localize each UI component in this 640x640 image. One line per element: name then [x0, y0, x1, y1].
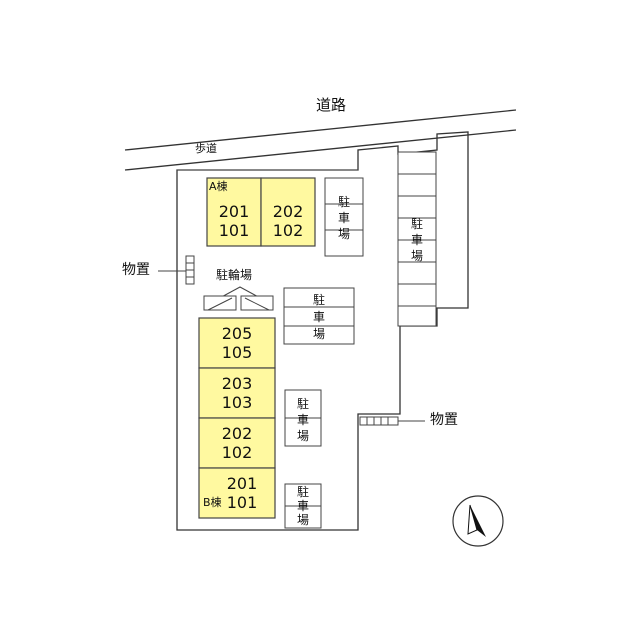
north-arrow-icon [452, 495, 504, 547]
unit-number-lower: 105 [221, 343, 253, 362]
unit-number-upper: 202 [221, 424, 253, 443]
site-boundary [176, 131, 469, 531]
building-b-unit-3-numbers: 202 102 [199, 424, 275, 462]
building-b-unit-1-numbers: 205 105 [199, 324, 275, 362]
storage-label-right: 物置 [430, 412, 458, 428]
parking-label-b-mid: 駐車場 [296, 397, 309, 443]
bicycle-parking-label: 駐輪場 [216, 268, 253, 282]
parking-a-outline [324, 177, 364, 257]
sidewalk-label: 歩道 [195, 142, 217, 155]
road-label: 道路 [316, 96, 347, 114]
parking-label-b-low: 駐車場 [296, 485, 309, 527]
parking-center-outline [283, 287, 355, 345]
unit-number-upper: 202 [272, 202, 304, 221]
building-a-unit-1 [206, 177, 262, 247]
unit-number-lower: 103 [221, 393, 253, 412]
parking-label-a: 駐車場 [337, 195, 350, 241]
unit-number-upper: 205 [221, 324, 253, 343]
parking-right-outline [397, 151, 437, 327]
unit-number-upper: 201 [218, 202, 250, 221]
building-a-unit-1-numbers: 201 101 [207, 202, 261, 240]
building-b-unit-2-numbers: 203 103 [199, 374, 275, 412]
building-b-unit-4-numbers: 201 101 [210, 474, 274, 512]
road-edge-bottom [124, 129, 517, 171]
building-b-unit-4 [198, 467, 276, 519]
unit-number-lower: 102 [272, 221, 304, 240]
unit-number-lower: 101 [218, 221, 250, 240]
parking-label-right: 駐車場 [410, 217, 423, 263]
building-b-unit-1 [198, 317, 276, 369]
storage-shed-right [359, 416, 399, 426]
unit-number-upper: 201 [226, 474, 258, 493]
building-a-unit-2-numbers: 202 102 [261, 202, 315, 240]
unit-number-lower: 102 [221, 443, 253, 462]
building-b-name: B棟 [203, 496, 222, 509]
parking-label-center: 駐車場 [312, 293, 325, 341]
building-b-unit-2 [198, 367, 276, 419]
storage-label-left: 物置 [122, 262, 150, 278]
building-a-name: A棟 [209, 180, 228, 193]
building-a-unit-2 [260, 177, 316, 247]
road-edge-top [124, 109, 517, 151]
building-b-unit-3 [198, 417, 276, 469]
unit-number-lower: 101 [226, 493, 258, 512]
unit-number-upper: 203 [221, 374, 253, 393]
